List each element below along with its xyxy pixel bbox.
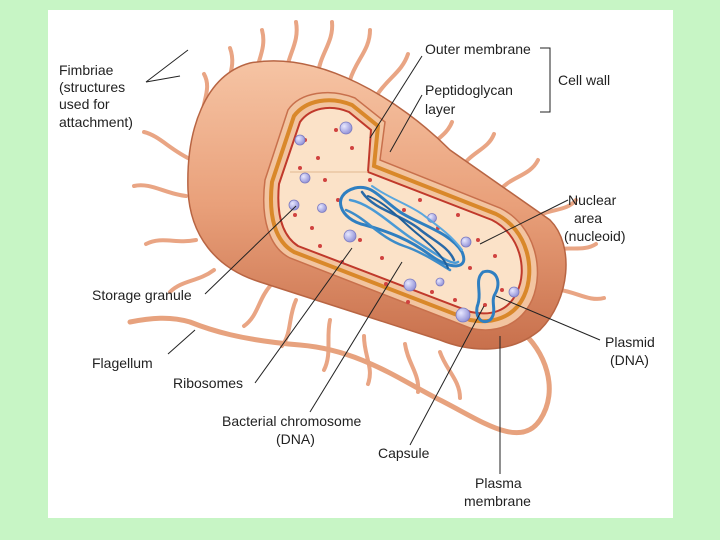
fimbriae-label-line-1: Fimbriae bbox=[59, 62, 114, 78]
fimbriae-label-line-3: used for bbox=[59, 96, 110, 112]
fimbriae-label-line-4: attachment) bbox=[59, 114, 133, 130]
peptidoglycan-label-line-2: layer bbox=[425, 101, 456, 117]
bacterial-chromosome-label-line-1: Bacterial chromosome bbox=[222, 413, 361, 429]
plasmid-label-line-1: Plasmid bbox=[605, 334, 655, 350]
capsule-label: Capsule bbox=[378, 445, 430, 461]
fimbriae-label-line-2: (structures bbox=[59, 79, 125, 95]
peptidoglycan-label-line-1: Peptidoglycan bbox=[425, 82, 513, 98]
bacterial-chromosome-label-line-2: (DNA) bbox=[276, 431, 315, 447]
nuclear-area-label-line-2: area bbox=[574, 210, 602, 226]
nuclear-area-label-line-1: Nuclear bbox=[568, 192, 617, 208]
plasma-membrane-label-line-2: membrane bbox=[464, 493, 531, 509]
plasmid-label-line-2: (DNA) bbox=[610, 352, 649, 368]
plasma-membrane-label-line-1: Plasma bbox=[475, 475, 522, 491]
fimbriae-label: Fimbriae (structures used for attachment… bbox=[59, 62, 133, 130]
flagellum-label: Flagellum bbox=[92, 355, 153, 371]
outer-membrane-label: Outer membrane bbox=[425, 41, 531, 57]
nuclear-area-label-line-3: (nucleoid) bbox=[564, 228, 625, 244]
cell-wall-label: Cell wall bbox=[558, 72, 610, 88]
ribosomes-label: Ribosomes bbox=[173, 375, 243, 391]
storage-granule-label: Storage granule bbox=[92, 287, 192, 303]
